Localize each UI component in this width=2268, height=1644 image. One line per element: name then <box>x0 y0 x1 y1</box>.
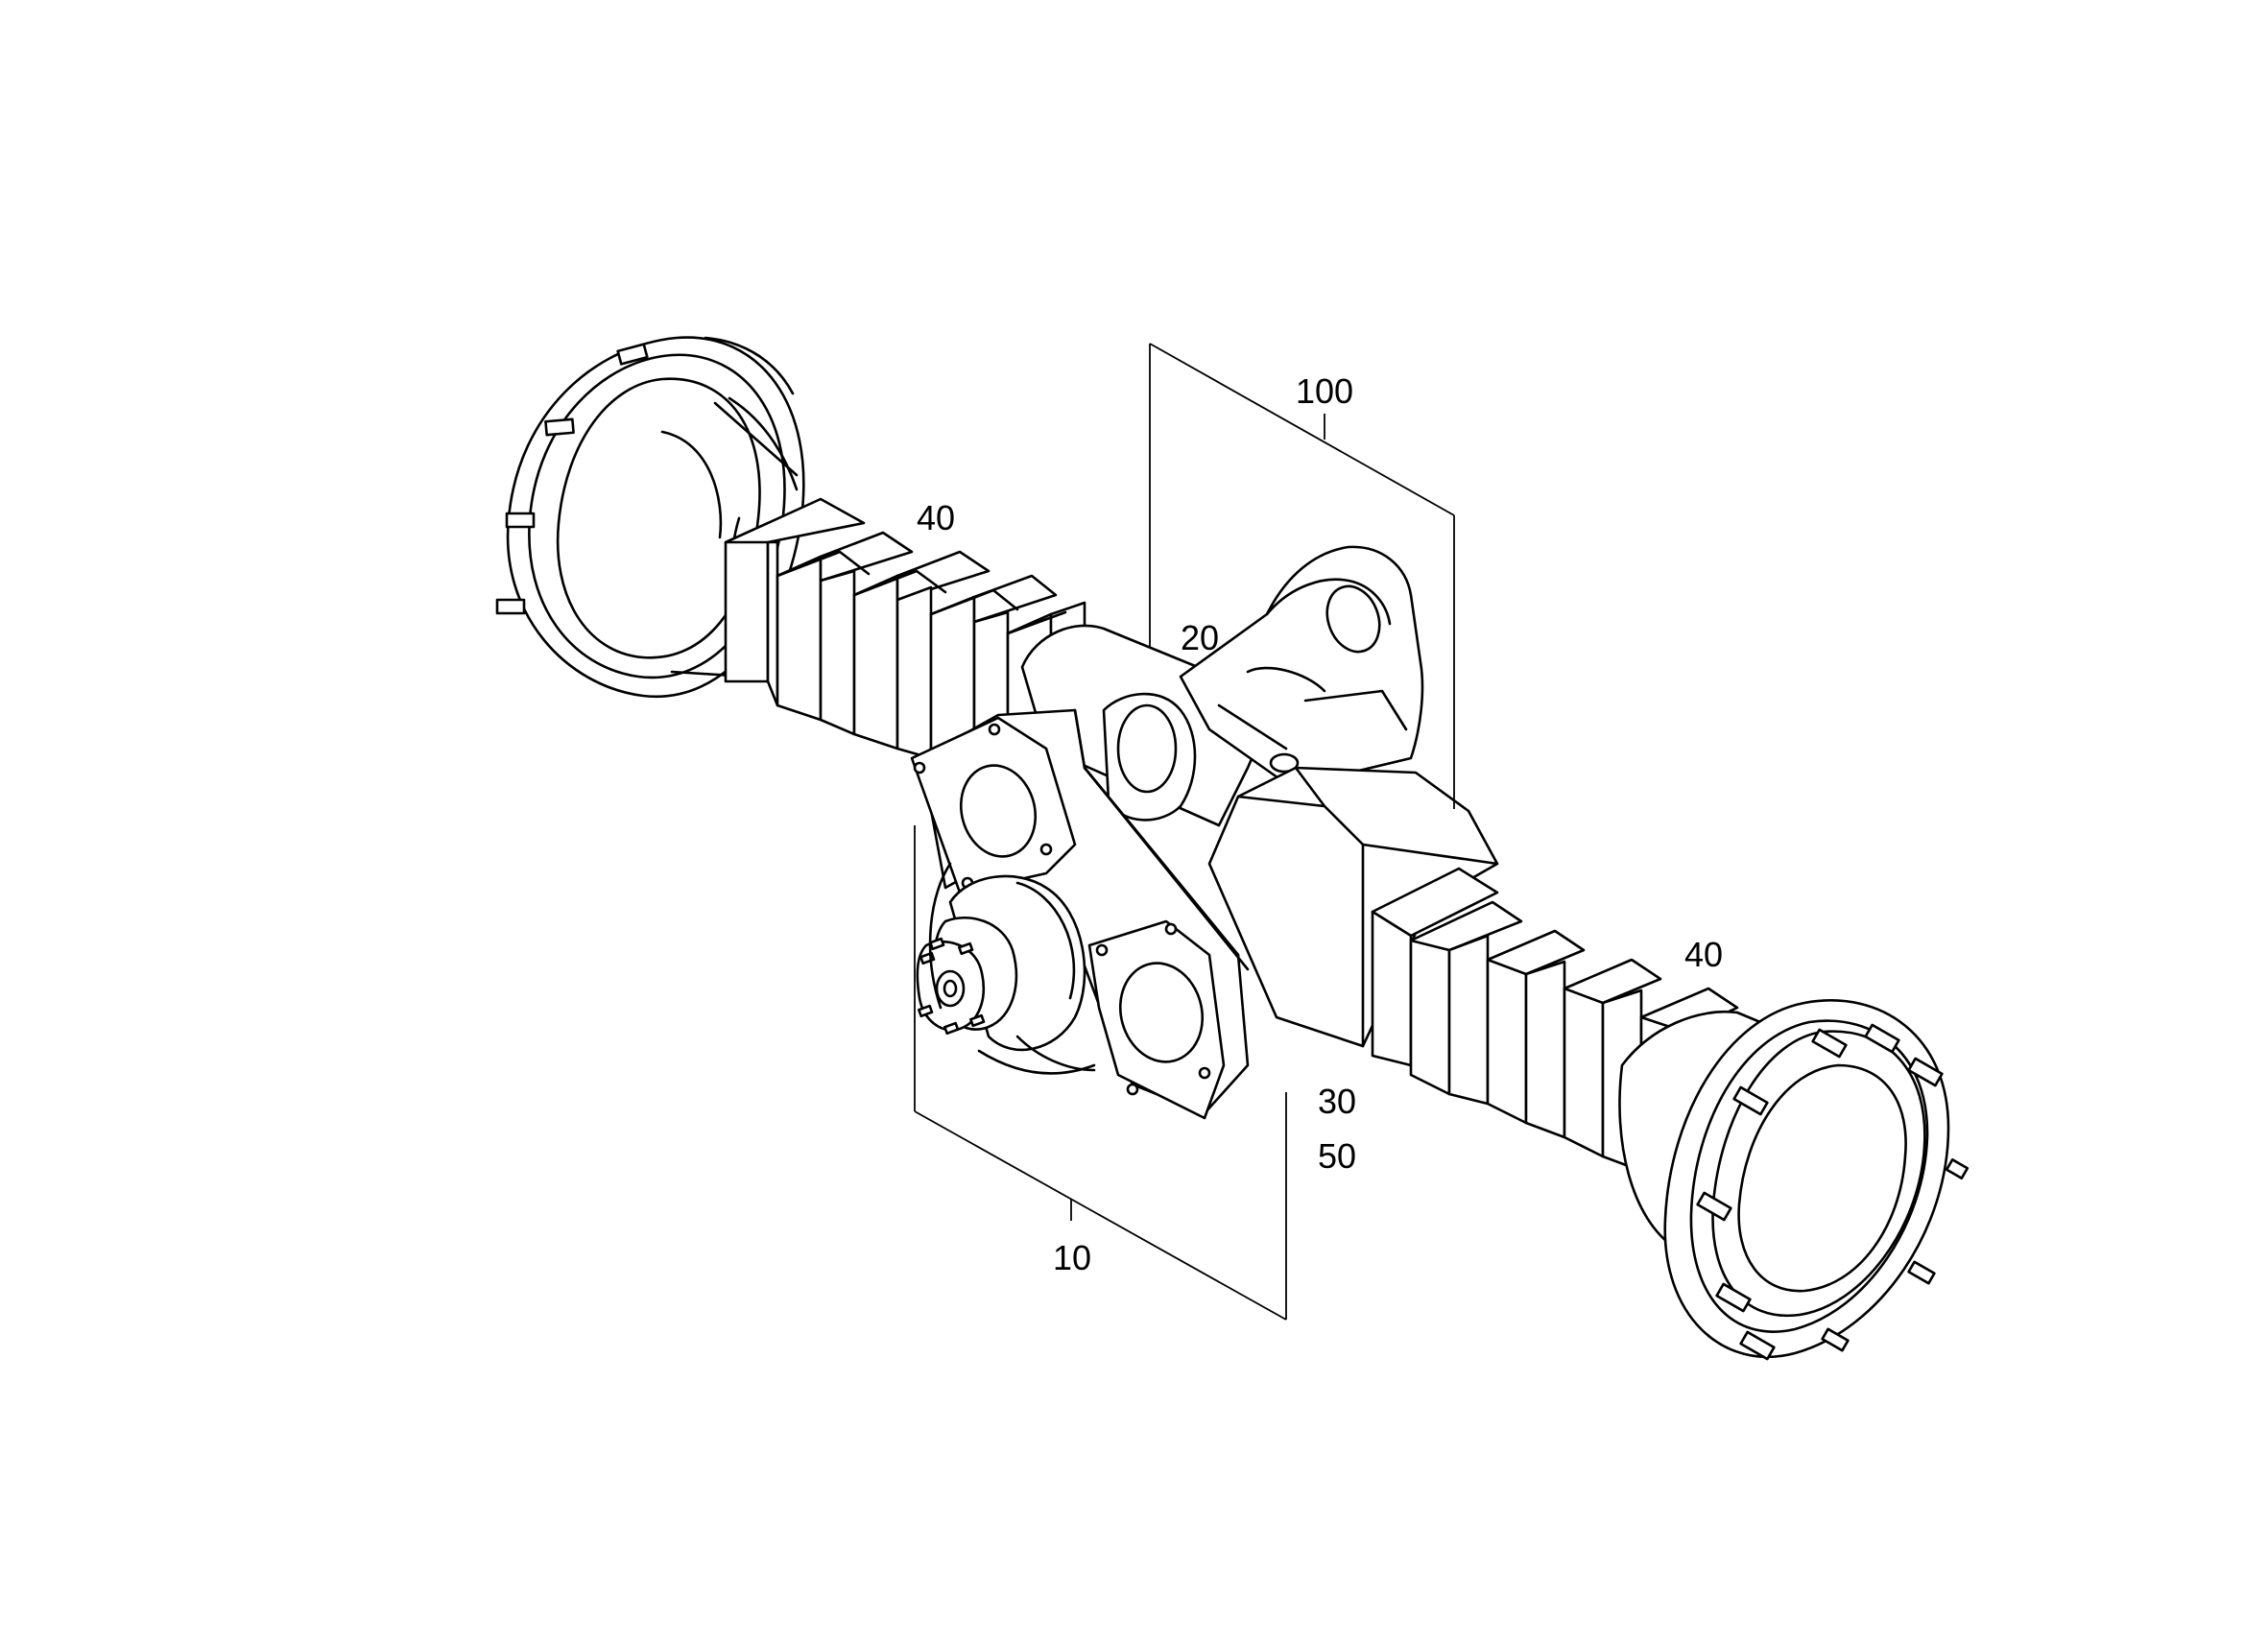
wheel-stud <box>1739 1330 1776 1361</box>
mount-bore <box>1325 584 1381 654</box>
grease-nipple <box>1269 752 1300 774</box>
wheel-stud <box>1945 1158 1970 1179</box>
callout-30: 30 <box>1318 1082 1356 1121</box>
callout-100: 100 <box>1296 371 1353 411</box>
wheel-stud <box>616 343 649 366</box>
wheel-stud <box>1864 1023 1900 1054</box>
callout-50: 50 <box>1318 1136 1356 1176</box>
wheel-stud <box>1907 1057 1944 1087</box>
wheel-stud <box>1732 1085 1769 1116</box>
right-wheel-hub <box>1618 999 1970 1361</box>
wheel-stud <box>1821 1327 1850 1352</box>
callout-bracket-10 <box>914 825 1287 1321</box>
wheel-stud <box>544 417 575 437</box>
wheel-stud <box>1696 1191 1732 1222</box>
wheel-stud <box>1811 1028 1848 1059</box>
callout-20: 20 <box>1181 618 1219 657</box>
wheel-stud <box>1715 1282 1752 1313</box>
wheel-stud <box>505 512 536 529</box>
wheel-stud <box>495 598 526 615</box>
callout-40-left: 40 <box>917 498 955 537</box>
callout-40-right: 40 <box>1684 935 1723 974</box>
differential-housing <box>910 545 1499 1120</box>
callout-bracket-100 <box>1149 343 1455 809</box>
callout-10: 10 <box>1053 1238 1091 1277</box>
wheel-stud <box>1907 1260 1936 1285</box>
